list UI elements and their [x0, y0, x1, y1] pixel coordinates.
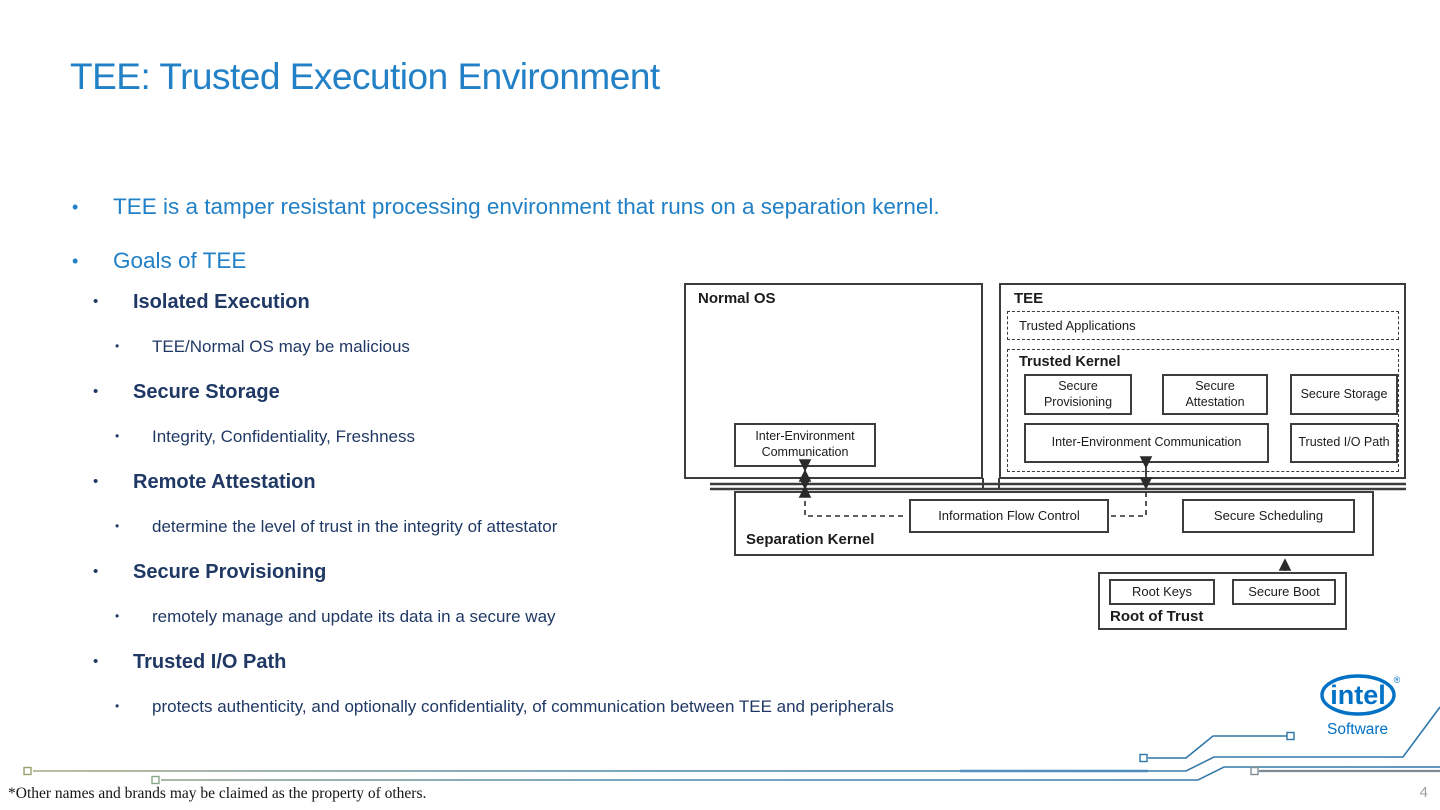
secure-attestation-box: Secure Attestation: [1162, 374, 1268, 415]
bullet-icon: •: [115, 699, 120, 713]
trusted-io-path-box: Trusted I/O Path: [1290, 423, 1398, 463]
bullet-item: • Trusted I/O Path: [93, 651, 286, 674]
bullet-item: • Goals of TEE: [72, 248, 246, 274]
bullet-item: • Isolated Execution: [93, 291, 310, 314]
intel-software-label: Software: [1327, 721, 1389, 738]
normal-os-iec-box: Inter-Environment Communication: [734, 423, 876, 467]
root-keys-box: Root Keys: [1109, 579, 1215, 605]
bullet-text: Goals of TEE: [113, 248, 247, 273]
bullet-icon: •: [93, 473, 99, 490]
bullet-text: remotely manage and update its data in a…: [152, 607, 556, 626]
bullet-item: • Secure Storage: [93, 381, 280, 404]
bullet-icon: •: [93, 383, 99, 400]
bullet-icon: •: [72, 251, 79, 271]
bullet-text: Isolated Execution: [133, 291, 310, 313]
bullet-icon: •: [115, 519, 120, 533]
bullet-text: Secure Provisioning: [133, 561, 327, 583]
normal-os-label: Normal OS: [698, 290, 776, 307]
secure-scheduling-box: Secure Scheduling: [1182, 499, 1355, 533]
information-flow-control-box: Information Flow Control: [909, 499, 1109, 533]
root-of-trust-label: Root of Trust: [1110, 608, 1204, 625]
bullet-icon: •: [93, 293, 99, 310]
bullet-text: determine the level of trust in the inte…: [152, 517, 558, 536]
bullet-icon: •: [93, 563, 99, 580]
tee-architecture-diagram: Normal OS Inter-Environment Communicatio…: [680, 283, 1408, 633]
tee-label: TEE: [1014, 290, 1044, 307]
registered-mark: ®: [1394, 675, 1401, 685]
trusted-kernel-label: Trusted Kernel: [1019, 354, 1121, 370]
tee-iec-box: Inter-Environment Communication: [1024, 423, 1269, 463]
bullet-item: • TEE is a tamper resistant processing en…: [72, 194, 940, 220]
secure-boot-box: Secure Boot: [1232, 579, 1336, 605]
bullet-item: • Integrity, Confidentiality, Freshness: [115, 427, 415, 447]
bullet-item: • Remote Attestation: [93, 471, 316, 494]
bullet-icon: •: [115, 609, 120, 623]
bullet-icon: •: [72, 197, 79, 217]
bullet-item: • remotely manage and update its data in …: [115, 607, 556, 627]
bullet-item: • protects authenticity, and optionally c…: [115, 697, 894, 717]
secure-provisioning-box: Secure Provisioning: [1024, 374, 1132, 415]
secure-storage-box: Secure Storage: [1290, 374, 1398, 415]
bullet-icon: •: [115, 339, 120, 353]
bullet-icon: •: [93, 653, 99, 670]
bullet-item: • determine the level of trust in the int…: [115, 517, 557, 537]
bullet-item: • Secure Provisioning: [93, 561, 326, 584]
bullet-icon: •: [115, 429, 120, 443]
intel-wordmark: intel: [1330, 680, 1386, 710]
slide-title: TEE: Trusted Execution Environment: [70, 56, 660, 97]
bullet-text: Secure Storage: [133, 381, 280, 403]
bullet-text: protects authenticity, and optionally co…: [152, 697, 894, 716]
trusted-applications-label: Trusted Applications: [1019, 318, 1136, 333]
bullet-text: TEE is a tamper resistant processing env…: [113, 194, 940, 219]
separation-kernel-label: Separation Kernel: [746, 531, 875, 548]
bullet-text: TEE/Normal OS may be malicious: [152, 337, 410, 356]
bullet-text: Trusted I/O Path: [133, 651, 287, 673]
page-number: 4: [1419, 784, 1428, 801]
bullet-item: • TEE/Normal OS may be malicious: [115, 337, 410, 357]
trusted-applications-box: Trusted Applications: [1007, 311, 1399, 340]
footer-disclaimer: *Other names and brands may be claimed a…: [8, 785, 427, 802]
bullet-text: Remote Attestation: [133, 471, 316, 493]
trusted-kernel-box: Trusted Kernel: [1007, 349, 1399, 472]
intel-software-logo: intel ®: [1320, 674, 1401, 716]
bullet-text: Integrity, Confidentiality, Freshness: [152, 427, 415, 446]
